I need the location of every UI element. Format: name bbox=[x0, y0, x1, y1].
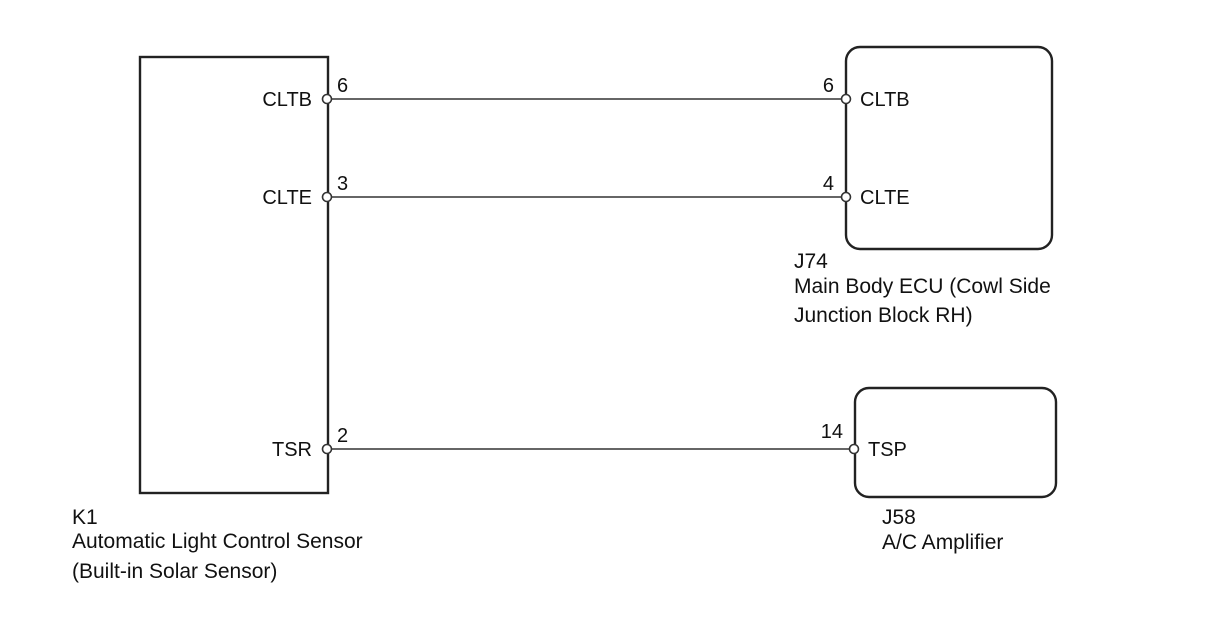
j74-component-name-line2: Junction Block RH) bbox=[794, 304, 973, 327]
k1-pin-number-tsr: 2 bbox=[337, 425, 348, 447]
j74-terminal-label-cltb: CLTB bbox=[860, 89, 910, 111]
j58-pin-number-tsp: 14 bbox=[821, 421, 843, 443]
k1-pin-number-cltb: 6 bbox=[337, 75, 348, 97]
k1-terminal-label-clte: CLTE bbox=[262, 187, 312, 209]
k1-component-box bbox=[138, 55, 330, 495]
j74-pin-number-cltb: 6 bbox=[823, 75, 834, 97]
j58-component-id: J58 bbox=[882, 506, 916, 529]
j58-component-box bbox=[853, 386, 1058, 499]
j74-component-name-line1: Main Body ECU (Cowl Side bbox=[794, 275, 1051, 298]
j74-component-id: J74 bbox=[794, 250, 828, 273]
j74-terminal-label-clte: CLTE bbox=[860, 187, 910, 209]
j74-pin-number-clte: 4 bbox=[823, 173, 834, 195]
k1-terminal-tsr bbox=[321, 443, 333, 455]
k1-pin-number-clte: 3 bbox=[337, 173, 348, 195]
k1-terminal-clte bbox=[321, 191, 333, 203]
k1-terminal-cltb bbox=[321, 93, 333, 105]
j58-terminal-label-tsp: TSP bbox=[868, 439, 907, 461]
k1-component-id: K1 bbox=[72, 506, 98, 529]
k1-terminal-label-cltb: CLTB bbox=[262, 89, 312, 111]
k1-component-name-line2: (Built-in Solar Sensor) bbox=[72, 560, 277, 583]
j58-terminal-tsp bbox=[848, 443, 860, 455]
j58-component-name-line1: A/C Amplifier bbox=[882, 531, 1003, 554]
j74-terminal-clte bbox=[840, 191, 852, 203]
j74-terminal-cltb bbox=[840, 93, 852, 105]
j74-component-box bbox=[844, 45, 1054, 251]
k1-terminal-label-tsr: TSR bbox=[272, 439, 312, 461]
k1-component-name-line1: Automatic Light Control Sensor bbox=[72, 530, 363, 553]
